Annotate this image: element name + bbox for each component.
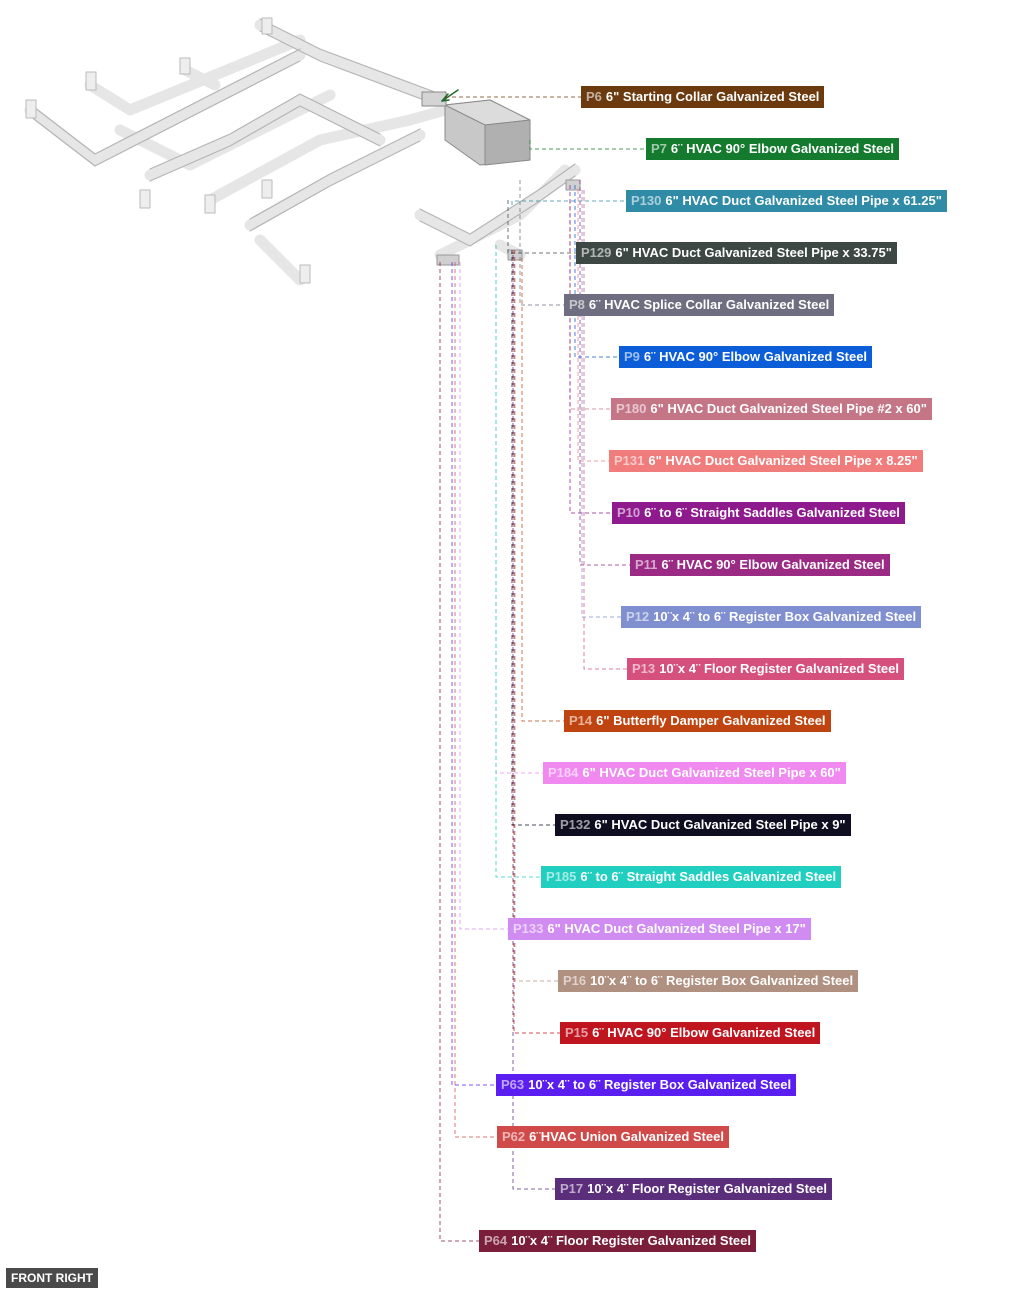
part-id: P133 — [513, 921, 544, 936]
part-id: P129 — [581, 245, 612, 260]
part-id: P185 — [546, 869, 577, 884]
part-description: 6" HVAC Duct Galvanized Steel Pipe x 17" — [547, 921, 806, 936]
part-description: 6" HVAC Duct Galvanized Steel Pipe x 8.2… — [648, 453, 918, 468]
part-description: 6¨HVAC Union Galvanized Steel — [529, 1129, 724, 1144]
leader-line-p133 — [459, 262, 508, 930]
part-id: P13 — [632, 661, 656, 676]
leader-line-p13 — [583, 190, 627, 670]
leader-lines — [439, 96, 646, 1242]
part-description: 10¨x 4¨ to 6¨ Register Box Galvanized St… — [653, 609, 917, 624]
part-id: P15 — [565, 1025, 589, 1040]
part-description: 6" HVAC Duct Galvanized Steel Pipe #2 x … — [650, 401, 927, 416]
duct-model-3d — [24, 17, 581, 286]
leader-line-p10 — [569, 185, 612, 514]
part-id: P12 — [626, 609, 650, 624]
leader-line-p15 — [513, 250, 560, 1034]
leader-line-p64 — [439, 262, 479, 1242]
leader-line-p132 — [511, 250, 555, 826]
part-description: 6" Starting Collar Galvanized Steel — [605, 89, 820, 104]
part-id: P7 — [651, 141, 667, 156]
part-description: 6" HVAC Duct Galvanized Steel Pipe x 33.… — [615, 245, 892, 260]
part-description: 6" HVAC Duct Galvanized Steel Pipe x 60" — [582, 765, 841, 780]
part-id: P11 — [635, 557, 658, 572]
part-description: 6¨ HVAC Splice Collar Galvanized Steel — [588, 297, 830, 312]
part-id: P62 — [502, 1129, 526, 1144]
leader-line-p9 — [574, 185, 619, 358]
part-id: P131 — [614, 453, 645, 468]
part-description: 10¨x 4¨ Floor Register Galvanized Steel — [511, 1233, 751, 1248]
part-id: P132 — [560, 817, 591, 832]
part-id: P63 — [501, 1077, 525, 1092]
view-label: FRONT RIGHT — [6, 1268, 98, 1288]
leader-line-p130 — [511, 200, 626, 205]
part-id: P14 — [569, 713, 593, 728]
part-id: P17 — [560, 1181, 584, 1196]
part-id: P130 — [631, 193, 662, 208]
leader-line-p62 — [454, 262, 497, 1138]
part-id: P9 — [624, 349, 640, 364]
part-id: P16 — [563, 973, 587, 988]
part-description: 6¨ HVAC 90° Elbow Galvanized Steel — [592, 1025, 816, 1040]
part-description: 6" Butterfly Damper Galvanized Steel — [596, 713, 826, 728]
part-description: 6¨ to 6¨ Straight Saddles Galvanized Ste… — [644, 505, 900, 520]
part-id: P6 — [586, 89, 602, 104]
part-id: P8 — [569, 297, 585, 312]
part-description: 6" HVAC Duct Galvanized Steel Pipe x 9" — [594, 817, 846, 832]
part-description: 10¨x 4¨ to 6¨ Register Box Galvanized St… — [590, 973, 854, 988]
leader-line-p129 — [507, 200, 576, 254]
leader-line-p16 — [514, 250, 558, 982]
part-description: 6¨ to 6¨ Straight Saddles Galvanized Ste… — [580, 869, 837, 884]
part-description: 6¨ HVAC 90° Elbow Galvanized Steel — [643, 349, 868, 364]
part-id: P10 — [617, 505, 641, 520]
part-description: 6" HVAC Duct Galvanized Steel Pipe x 61.… — [665, 193, 942, 208]
part-description: 6¨ HVAC 90° Elbow Galvanized Steel — [670, 141, 895, 156]
part-description: 6¨ HVAC 90° Elbow Galvanized Steel — [661, 557, 885, 572]
part-description: 10¨x 4¨ Floor Register Galvanized Steel — [587, 1181, 827, 1196]
part-id: P184 — [548, 765, 579, 780]
leader-line-p7 — [529, 140, 646, 150]
part-description: 10¨x 4¨ to 6¨ Register Box Galvanized St… — [528, 1077, 792, 1092]
part-id: P64 — [484, 1233, 508, 1248]
leader-line-p184 — [495, 245, 543, 774]
leader-line-p8 — [519, 180, 564, 306]
part-id: P180 — [616, 401, 647, 416]
part-description: 10¨x 4¨ Floor Register Galvanized Steel — [659, 661, 899, 676]
leader-line-p12 — [581, 190, 621, 618]
leader-line-p63 — [451, 262, 496, 1086]
leader-line-p185 — [495, 245, 541, 878]
leader-line-p17 — [512, 255, 555, 1190]
leader-line-p131 — [577, 190, 609, 462]
leader-line-p14 — [521, 258, 564, 722]
